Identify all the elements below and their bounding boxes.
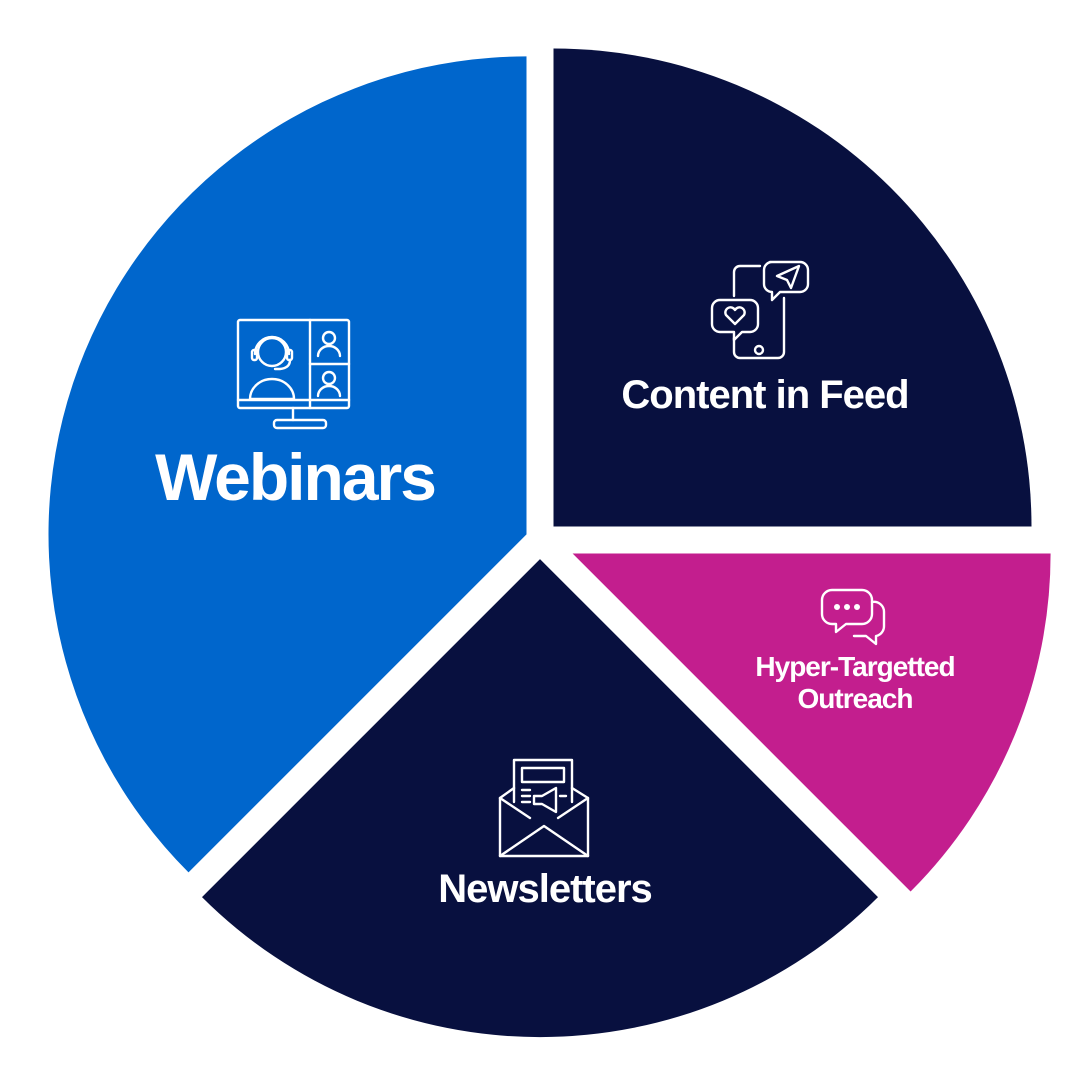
newsletter-envelope-icon [498,758,590,858]
pie-slice-webinars [48,56,527,873]
webinar-screen-icon [236,318,351,430]
pie-slice-hyper-targetted-outreach [572,553,1051,892]
slice-label-webinars: Webinars [155,440,435,514]
slice-label-hyper-targetted-line2: Outreach [798,683,913,714]
chat-bubbles-icon [820,588,886,646]
slice-label-hyper-targetted-line1: Hyper-Targetted [755,651,954,682]
pie-slice-content-in-feed [553,48,1032,527]
pie-slice-newsletters [202,559,878,1038]
pie-slices [48,48,1051,1038]
slice-label-content-in-feed: Content in Feed [621,373,908,417]
pie-labels: Content in Feed Hyper-Targetted Outreach… [155,373,956,911]
phone-chat-icon [710,260,810,360]
slice-label-newsletters: Newsletters [438,867,652,911]
